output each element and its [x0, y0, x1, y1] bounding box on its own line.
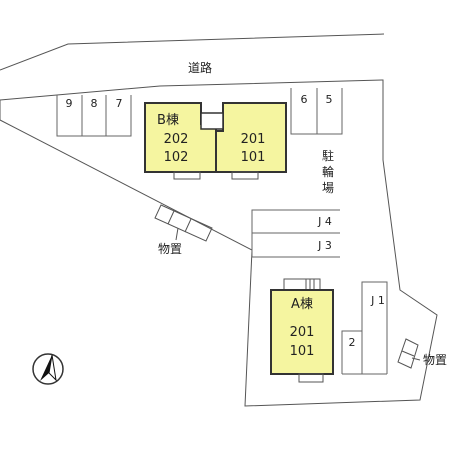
parking-right — [290, 88, 343, 135]
road-edge-top — [0, 33, 385, 71]
parking-slot-5: 5 — [326, 93, 333, 106]
parking-left — [56, 95, 132, 137]
storage-left — [154, 204, 213, 242]
building-b-balcony-right — [231, 171, 259, 180]
building-b-unit-202: 202 — [164, 132, 189, 147]
bicycle-parking-char-2: 輪 — [322, 164, 334, 179]
parking-j4: J 4 — [317, 215, 332, 228]
building-a-unit-201: 201 — [290, 325, 315, 340]
parking-slot-2: 2 — [349, 336, 356, 349]
storage-right-label: 物置 — [423, 353, 447, 367]
building-b — [144, 102, 287, 180]
parking-slot-6: 6 — [301, 93, 308, 106]
site-boundary — [0, 79, 438, 407]
road-label: 道路 — [188, 60, 212, 75]
building-b-unit-201: 201 — [241, 132, 266, 147]
parking-slot-j1: J 1 — [370, 294, 385, 307]
building-a — [270, 278, 334, 383]
storage-left-label: 物置 — [158, 242, 182, 256]
parking-j — [251, 209, 340, 258]
storage-right — [397, 338, 421, 369]
parking-j3: J 3 — [317, 239, 332, 252]
building-b-title: B棟 — [157, 113, 179, 128]
building-a-title: A棟 — [291, 297, 313, 312]
parking-slot-7: 7 — [116, 97, 123, 110]
parking-south — [341, 281, 388, 375]
building-a-balcony — [298, 373, 324, 383]
parking-slot-9: 9 — [66, 97, 73, 110]
building-b-balcony-left — [173, 171, 201, 180]
building-b-unit-102: 102 — [164, 150, 189, 165]
building-b-unit-101: 101 — [241, 150, 266, 165]
bicycle-parking-char-3: 場 — [322, 181, 334, 195]
parking-slot-8: 8 — [91, 97, 98, 110]
building-a-unit-101: 101 — [290, 344, 315, 359]
building-b-right — [215, 102, 287, 173]
building-b-stair — [200, 112, 224, 130]
north-arrow-icon — [32, 353, 64, 385]
building-a-stair — [283, 278, 321, 291]
bicycle-parking-char-1: 駐 — [322, 148, 334, 163]
building-a-body — [270, 289, 334, 375]
